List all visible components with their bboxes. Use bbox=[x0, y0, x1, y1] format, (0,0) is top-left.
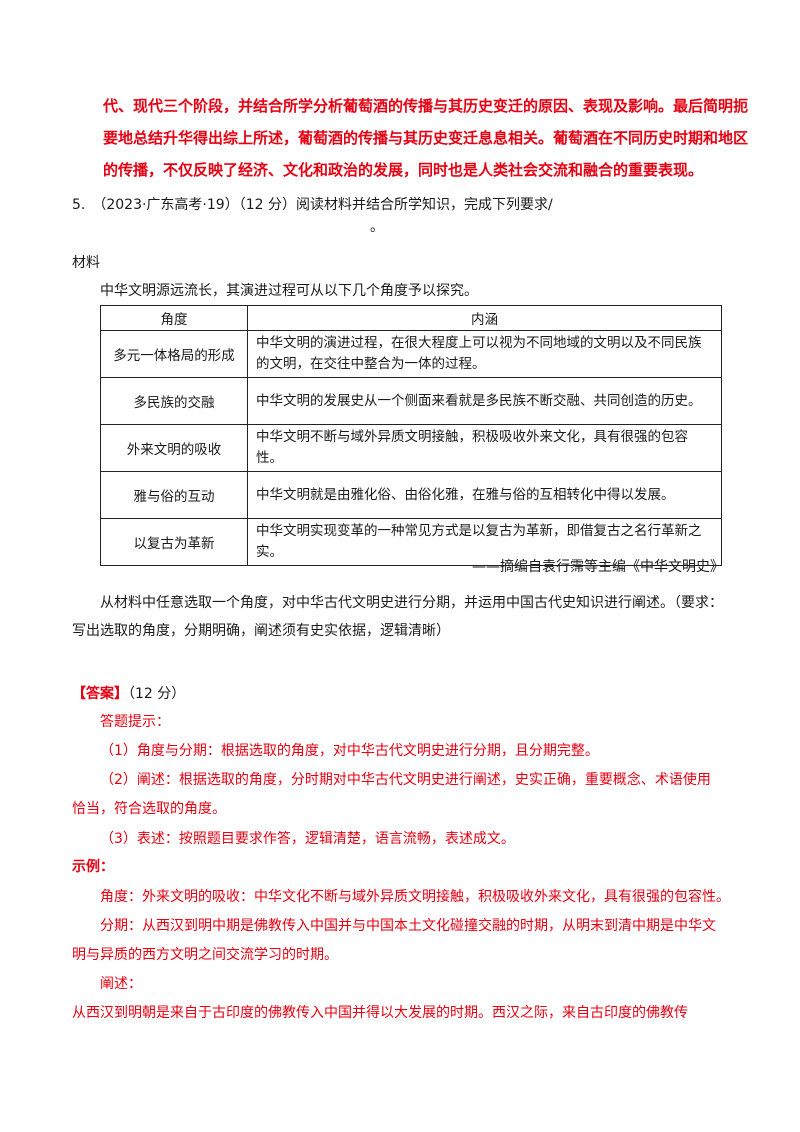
example-line-1: 角度：外来文明的吸收：中华文化不断与域外异质文明接触，积极吸收外来文化，具有很强… bbox=[100, 889, 730, 905]
table-cell-content: 中华文明不断与域外异质文明接触，积极吸收外来文化，具有很强的包容性。 bbox=[247, 424, 722, 472]
table-cell-angle: 以复古为革新 bbox=[100, 518, 248, 566]
material-intro: 中华文明源远流长，其演进过程可从以下几个角度予以探究。 bbox=[100, 283, 478, 299]
answer-label: 【答案】 bbox=[72, 686, 128, 702]
material-source: ——摘编自袁行霈等主编《中华文明史》 bbox=[472, 559, 724, 575]
task-line-1: 从材料中任意选取一个角度，对中华古代文明史进行分期，并运用中国古代史知识进行阐述… bbox=[100, 595, 723, 611]
table-cell-content: 中华文明就是由雅化俗、由俗化雅，在雅与俗的互相转化中得以发展。 bbox=[247, 471, 722, 519]
material-table: 角度 内涵 多元一体格局的形成 中华文明的演进过程，在很大程度上可以视为不同地域… bbox=[100, 305, 722, 566]
hint-line-1: （1）角度与分期：根据选取的角度，对中华古代文明史进行分期，且分期完整。 bbox=[100, 743, 599, 759]
example-title: 示例： bbox=[72, 859, 114, 875]
intro-line-3: 的传播，不仅反映了经济、文化和政治的发展，同时也是人类社会交流和融合的重要表现。 bbox=[103, 161, 704, 179]
hint-line-3: 恰当，符合选取的角度。 bbox=[72, 801, 226, 817]
example-line-3: 明与异质的西方文明之间交流学习的时期。 bbox=[72, 947, 338, 963]
table-row: 多元一体格局的形成 中华文明的演进过程，在很大程度上可以视为不同地域的文明以及不… bbox=[100, 330, 722, 378]
question-line: 5. （2023·广东高考·19）（12 分）阅读材料并结合所学知识，完成下列要… bbox=[72, 197, 553, 213]
hint-line-4: （3）表述：按照题目要求作答，逻辑清楚，语言流畅，表述成文。 bbox=[100, 831, 515, 847]
table-cell-angle: 多民族的交融 bbox=[100, 377, 248, 425]
material-label: 材料 bbox=[72, 255, 100, 271]
table-row: 雅与俗的互动 中华文明就是由雅化俗、由俗化雅，在雅与俗的互相转化中得以发展。 bbox=[100, 471, 722, 519]
task-line-2: 写出选取的角度，分期明确，阐述须有史实依据，逻辑清晰） bbox=[72, 623, 450, 639]
example-line-2: 分期：从西汉到明中期是佛教传入中国并与中国本土文化碰撞交融的时期，从明末到清中期… bbox=[100, 918, 716, 934]
table-header-angle: 角度 bbox=[100, 305, 248, 331]
intro-line-2: 要地总结升华得出综上所述，葡萄酒的传播与其历史变迁息息相关。葡萄酒在不同历史时期… bbox=[103, 129, 749, 147]
table-cell-content: 中华文明的发展史从一个侧面来看就是多民族不断交融、共同创造的历史。 bbox=[247, 377, 722, 425]
example-line-4: 阐述： bbox=[100, 976, 142, 992]
table-cell-content: 中华文明的演进过程，在很大程度上可以视为不同地域的文明以及不同民族的文明，在交往… bbox=[247, 330, 722, 378]
table-cell-angle: 雅与俗的互动 bbox=[100, 471, 248, 519]
table-row: 以复古为革新 中华文明实现变革的一种常见方式是以复古为革新，即借复古之名行革新之… bbox=[100, 518, 722, 566]
table-header-content: 内涵 bbox=[247, 305, 722, 331]
answer-heading: 【答案】（12 分） bbox=[72, 683, 185, 703]
example-line-5: 从西汉到明朝是来自于古印度的佛教传入中国并得以大发展的时期。西汉之际，来自古印度… bbox=[72, 1005, 688, 1021]
table-cell-content: 中华文明实现变革的一种常见方式是以复古为革新，即借复古之名行革新之实。 bbox=[247, 518, 722, 566]
intro-line-1: 代、现代三个阶段，并结合所学分析葡萄酒的传播与其历史变迁的原因、表现及影响。最后… bbox=[103, 97, 749, 115]
table-cell-angle: 外来文明的吸收 bbox=[100, 424, 248, 472]
hint-line-2: （2）阐述：根据选取的角度，分时期对中华古代文明史进行阐述，史实正确，重要概念、… bbox=[100, 772, 711, 788]
table-row: 外来文明的吸收 中华文明不断与域外异质文明接触，积极吸收外来文化，具有很强的包容… bbox=[100, 424, 722, 472]
table-cell-angle: 多元一体格局的形成 bbox=[100, 330, 248, 378]
hint-title: 答题提示： bbox=[100, 714, 170, 730]
question-dot: 。 bbox=[370, 219, 384, 235]
answer-score: （12 分） bbox=[128, 686, 186, 702]
table-header-row: 角度 内涵 bbox=[100, 305, 722, 331]
table-row: 多民族的交融 中华文明的发展史从一个侧面来看就是多民族不断交融、共同创造的历史。 bbox=[100, 377, 722, 425]
